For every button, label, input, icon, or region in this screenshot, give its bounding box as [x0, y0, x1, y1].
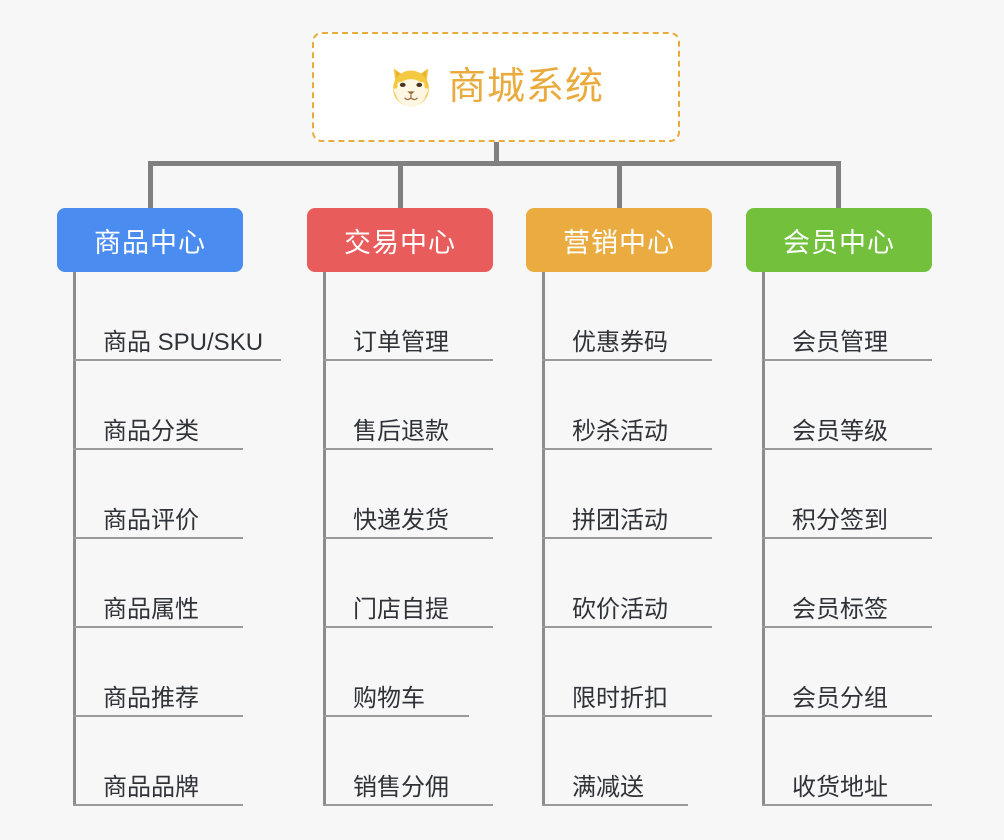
leaf-item[interactable]: 售后退款: [323, 361, 493, 450]
leaf-item[interactable]: 会员管理: [762, 272, 932, 361]
leaf-label: 商品属性: [103, 595, 199, 623]
leaf-item[interactable]: 商品 SPU/SKU: [73, 272, 281, 361]
leaf-label: 售后退款: [353, 417, 449, 445]
leaf-item[interactable]: 商品分类: [73, 361, 243, 450]
leaf-label: 购物车: [353, 684, 425, 712]
leaf-label: 会员标签: [792, 595, 888, 623]
leaf-item[interactable]: 商品评价: [73, 450, 243, 539]
leaf-label: 商品分类: [103, 417, 199, 445]
leaf-label: 秒杀活动: [572, 417, 668, 445]
branch-spine-product-center: [73, 272, 76, 806]
branch-header-member-center[interactable]: 会员中心: [746, 208, 932, 272]
leaf-item[interactable]: 优惠券码: [542, 272, 712, 361]
leaf-label: 会员分组: [792, 684, 888, 712]
leaf-label: 优惠券码: [572, 328, 668, 356]
branch-trade-center: 交易中心 订单管理 售后退款 快递发货 门店自提 购物车 销售分佣: [307, 208, 493, 806]
leaf-item[interactable]: 门店自提: [323, 539, 493, 628]
branch-header-trade-center[interactable]: 交易中心: [307, 208, 493, 272]
leaf-label: 限时折扣: [572, 684, 668, 712]
leaf-label: 商品评价: [103, 506, 199, 534]
leaf-item[interactable]: 销售分佣: [323, 717, 493, 806]
leaf-label: 快递发货: [353, 506, 449, 534]
leaf-item[interactable]: 砍价活动: [542, 539, 712, 628]
leaf-label: 商品品牌: [103, 773, 199, 801]
leaf-item[interactable]: 商品属性: [73, 539, 243, 628]
leaf-item[interactable]: 订单管理: [323, 272, 493, 361]
shiba-dog-face-icon: [393, 68, 429, 107]
connector-drop-1: [148, 161, 153, 208]
leaf-label: 商品推荐: [103, 684, 199, 712]
leaf-item[interactable]: 限时折扣: [542, 628, 712, 717]
leaf-label: 销售分佣: [353, 773, 449, 801]
branch-header-label: 会员中心: [783, 227, 895, 258]
branch-marketing-center: 营销中心 优惠券码 秒杀活动 拼团活动 砍价活动 限时折扣 满减送: [526, 208, 712, 806]
leaf-label: 会员管理: [792, 328, 888, 356]
leaf-label: 满减送: [572, 773, 644, 801]
branch-spine-trade-center: [323, 272, 326, 806]
leaf-item[interactable]: 会员等级: [762, 361, 932, 450]
leaf-item[interactable]: 购物车: [323, 628, 469, 717]
leaf-item[interactable]: 积分签到: [762, 450, 932, 539]
leaf-item[interactable]: 秒杀活动: [542, 361, 712, 450]
leaf-label: 会员等级: [792, 417, 888, 445]
leaf-item[interactable]: 会员分组: [762, 628, 932, 717]
connector-drop-4: [836, 161, 841, 208]
branch-header-label: 商品中心: [94, 227, 206, 258]
branch-header-product-center[interactable]: 商品中心: [57, 208, 243, 272]
branch-header-label: 营销中心: [563, 227, 675, 258]
connector-root-stem: [494, 142, 499, 164]
leaf-item[interactable]: 商品品牌: [73, 717, 243, 806]
connector-horizontal-bus: [148, 161, 840, 166]
branch-member-center: 会员中心 会员管理 会员等级 积分签到 会员标签 会员分组 收货地址: [746, 208, 932, 806]
branch-header-marketing-center[interactable]: 营销中心: [526, 208, 712, 272]
leaf-item[interactable]: 商品推荐: [73, 628, 243, 717]
leaf-label: 拼团活动: [572, 506, 668, 534]
leaf-label: 商品 SPU/SKU: [103, 328, 264, 356]
branch-spine-member-center: [762, 272, 765, 806]
leaf-label: 砍价活动: [572, 595, 668, 623]
leaf-label: 积分签到: [792, 506, 888, 534]
leaf-item[interactable]: 收货地址: [762, 717, 932, 806]
connector-drop-3: [617, 161, 622, 208]
leaf-item[interactable]: 快递发货: [323, 450, 493, 539]
branch-product-center: 商品中心 商品 SPU/SKU 商品分类 商品评价 商品属性 商品推荐 商品品牌: [57, 208, 281, 806]
branch-spine-marketing-center: [542, 272, 545, 806]
leaf-item[interactable]: 会员标签: [762, 539, 932, 628]
root-title: 商城系统: [447, 66, 604, 108]
leaf-item[interactable]: 满减送: [542, 717, 688, 806]
connector-drop-2: [398, 161, 403, 208]
leaf-item[interactable]: 拼团活动: [542, 450, 712, 539]
leaf-label: 收货地址: [792, 773, 888, 801]
leaf-label: 门店自提: [353, 595, 449, 623]
leaf-label: 订单管理: [353, 328, 449, 356]
branch-header-label: 交易中心: [344, 227, 456, 258]
root-node[interactable]: 商城系统: [312, 32, 680, 142]
